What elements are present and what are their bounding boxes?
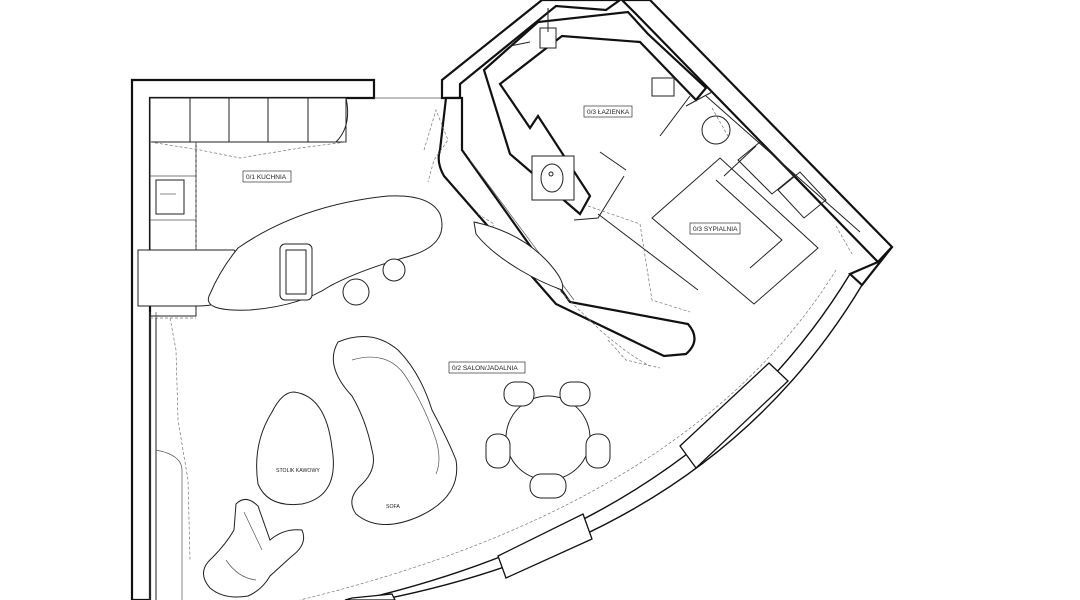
living-room: SOFA STOLIK KAWOWY 0/2 SALON/JADALNIA [203,108,661,598]
room-label-living: 0/2 SALON/JADALNIA [452,365,518,372]
chair-1 [503,381,535,407]
room-label-bathroom: 0/3 ŁAZIENKA [587,109,630,116]
window-2 [497,513,593,579]
cooktop [279,243,313,301]
coffee-table-label: STOLIK KAWOWY [276,468,320,474]
chair-4 [585,433,611,469]
lounge-chair [203,499,305,598]
window-3 [344,593,396,600]
toilet [651,77,675,97]
wardrobe-wall [155,317,191,600]
planter [473,221,564,291]
sofa [332,336,458,525]
dining-table [505,395,591,481]
chair-3 [485,433,511,469]
curved-facade [299,269,863,600]
room-label-kitchen: 0/1 KUCHNIA [246,174,287,181]
kitchen-island [207,195,443,311]
side-table [701,115,731,145]
kitchen-sink [155,179,185,215]
room-label-bedroom: 0/3 SYPIALNIA [693,226,738,233]
stool-2 [382,258,406,282]
stool-1 [342,278,370,306]
dining-chairs [485,381,611,499]
chair-5 [529,473,567,499]
inner-block: 0/3 ŁAZIENKA 0/3 SYPIALNIA [437,8,861,358]
window-1 [679,362,789,469]
washbasin [531,155,575,201]
sofa-label: SOFA [386,504,400,510]
kitchen: 0/1 KUCHNIA [137,97,443,319]
coffee-table [256,391,334,506]
chair-2 [559,381,591,407]
